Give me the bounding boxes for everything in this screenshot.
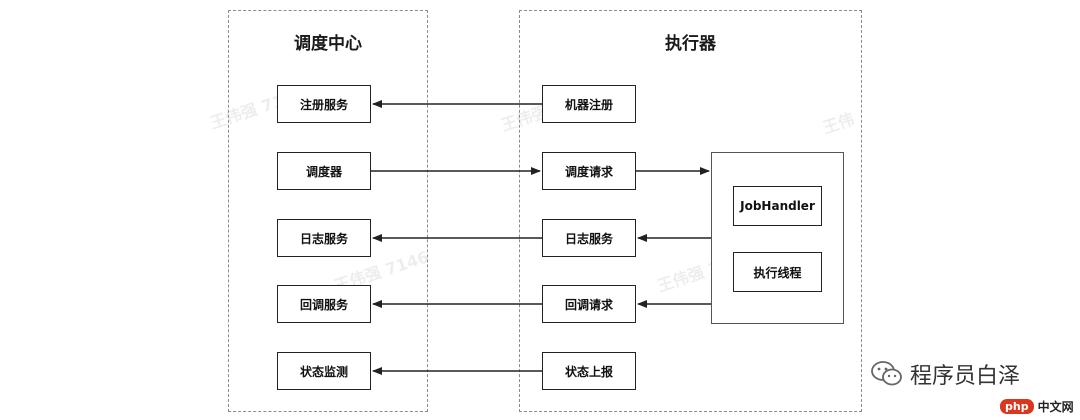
log-service-box: 日志服务: [277, 219, 371, 257]
dispatch-center-title: 调度中心: [294, 34, 362, 54]
php-badge: php: [1000, 399, 1034, 414]
brand-watermark: 程序员白泽: [870, 358, 1020, 390]
exec-thread-box: 执行线程: [733, 252, 822, 292]
status-monitor-box: 状态监测: [277, 352, 371, 390]
php-site-logo: php 中文网: [1000, 398, 1074, 415]
machine-register-box: 机器注册: [542, 85, 636, 123]
callback-request-box: 回调请求: [542, 285, 636, 323]
callback-service-box: 回调服务: [277, 285, 371, 323]
executor-panel: 执行器: [519, 10, 862, 412]
register-service-box: 注册服务: [277, 85, 371, 123]
wechat-icon: [870, 359, 904, 389]
dispatch-center-panel: 调度中心: [228, 10, 428, 412]
php-site-text: 中文网: [1037, 400, 1074, 414]
status-report-box: 状态上报: [542, 352, 636, 390]
executor-log-service-box: 日志服务: [542, 219, 636, 257]
job-handler-box: JobHandler: [733, 186, 822, 226]
job-thread-panel: [711, 152, 844, 324]
brand-name: 程序员白泽: [910, 364, 1021, 389]
schedule-request-box: 调度请求: [542, 152, 636, 190]
scheduler-box: 调度器: [277, 152, 371, 190]
executor-title: 执行器: [665, 34, 716, 54]
